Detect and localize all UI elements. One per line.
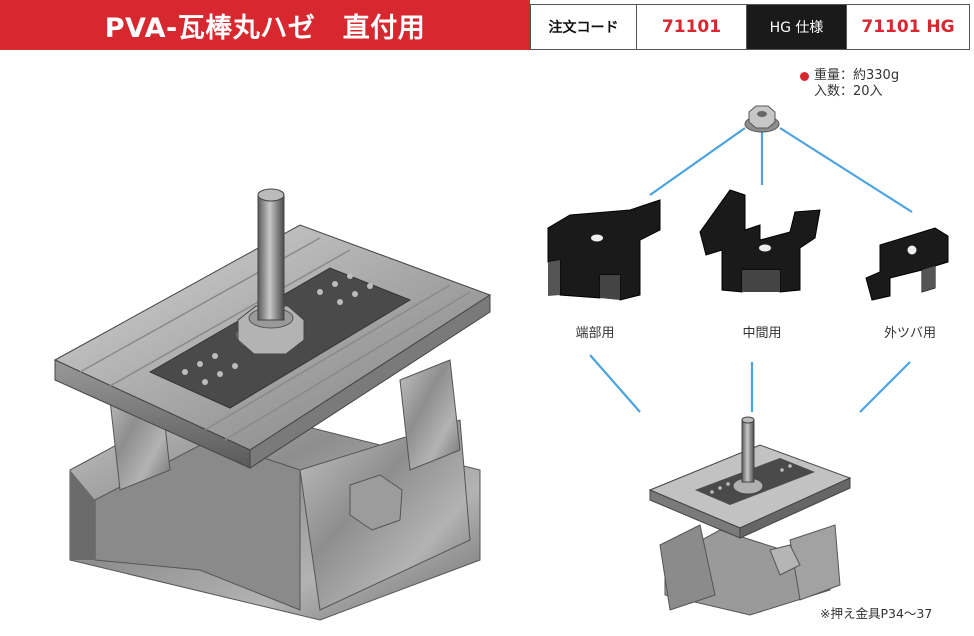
title-bar: PVA-瓦棒丸ハゼ 直付用 [0,0,530,50]
part-label-end: 端部用 [575,326,615,341]
bullet-dot-icon [800,71,809,81]
flange-nut-icon [744,105,780,133]
end-part-icon [547,199,661,301]
part-label-middle: 中間用 [742,326,782,341]
outer-flange-part-icon [865,227,949,301]
hg-spec-label: HG 仕様 [747,5,847,49]
order-code-value: 71101 [637,5,747,49]
part-label-outer-flange: 外ツバ用 [883,326,936,341]
assembled-unit-image [648,416,852,616]
product-title: PVA-瓦棒丸ハゼ 直付用 [104,12,426,44]
order-code-table: 注文コード 71101 HG 仕様 71101 HG [530,4,970,50]
order-code-label: 注文コード [531,5,637,49]
main-product-image [53,188,492,621]
middle-part-icon [699,189,821,293]
spec-weight: 重量：約330g [814,68,900,83]
header: PVA-瓦棒丸ハゼ 直付用 注文コード 71101 HG 仕様 71101 HG [0,0,974,62]
connector-lines [589,127,913,413]
spec-quantity: 入数：20入 [814,84,883,99]
hg-spec-value: 71101 HG [861,17,955,37]
footnote: ※押え金具P34～37 [820,606,933,621]
spec-block: 重量：約330g 入数：20入 [800,68,899,100]
